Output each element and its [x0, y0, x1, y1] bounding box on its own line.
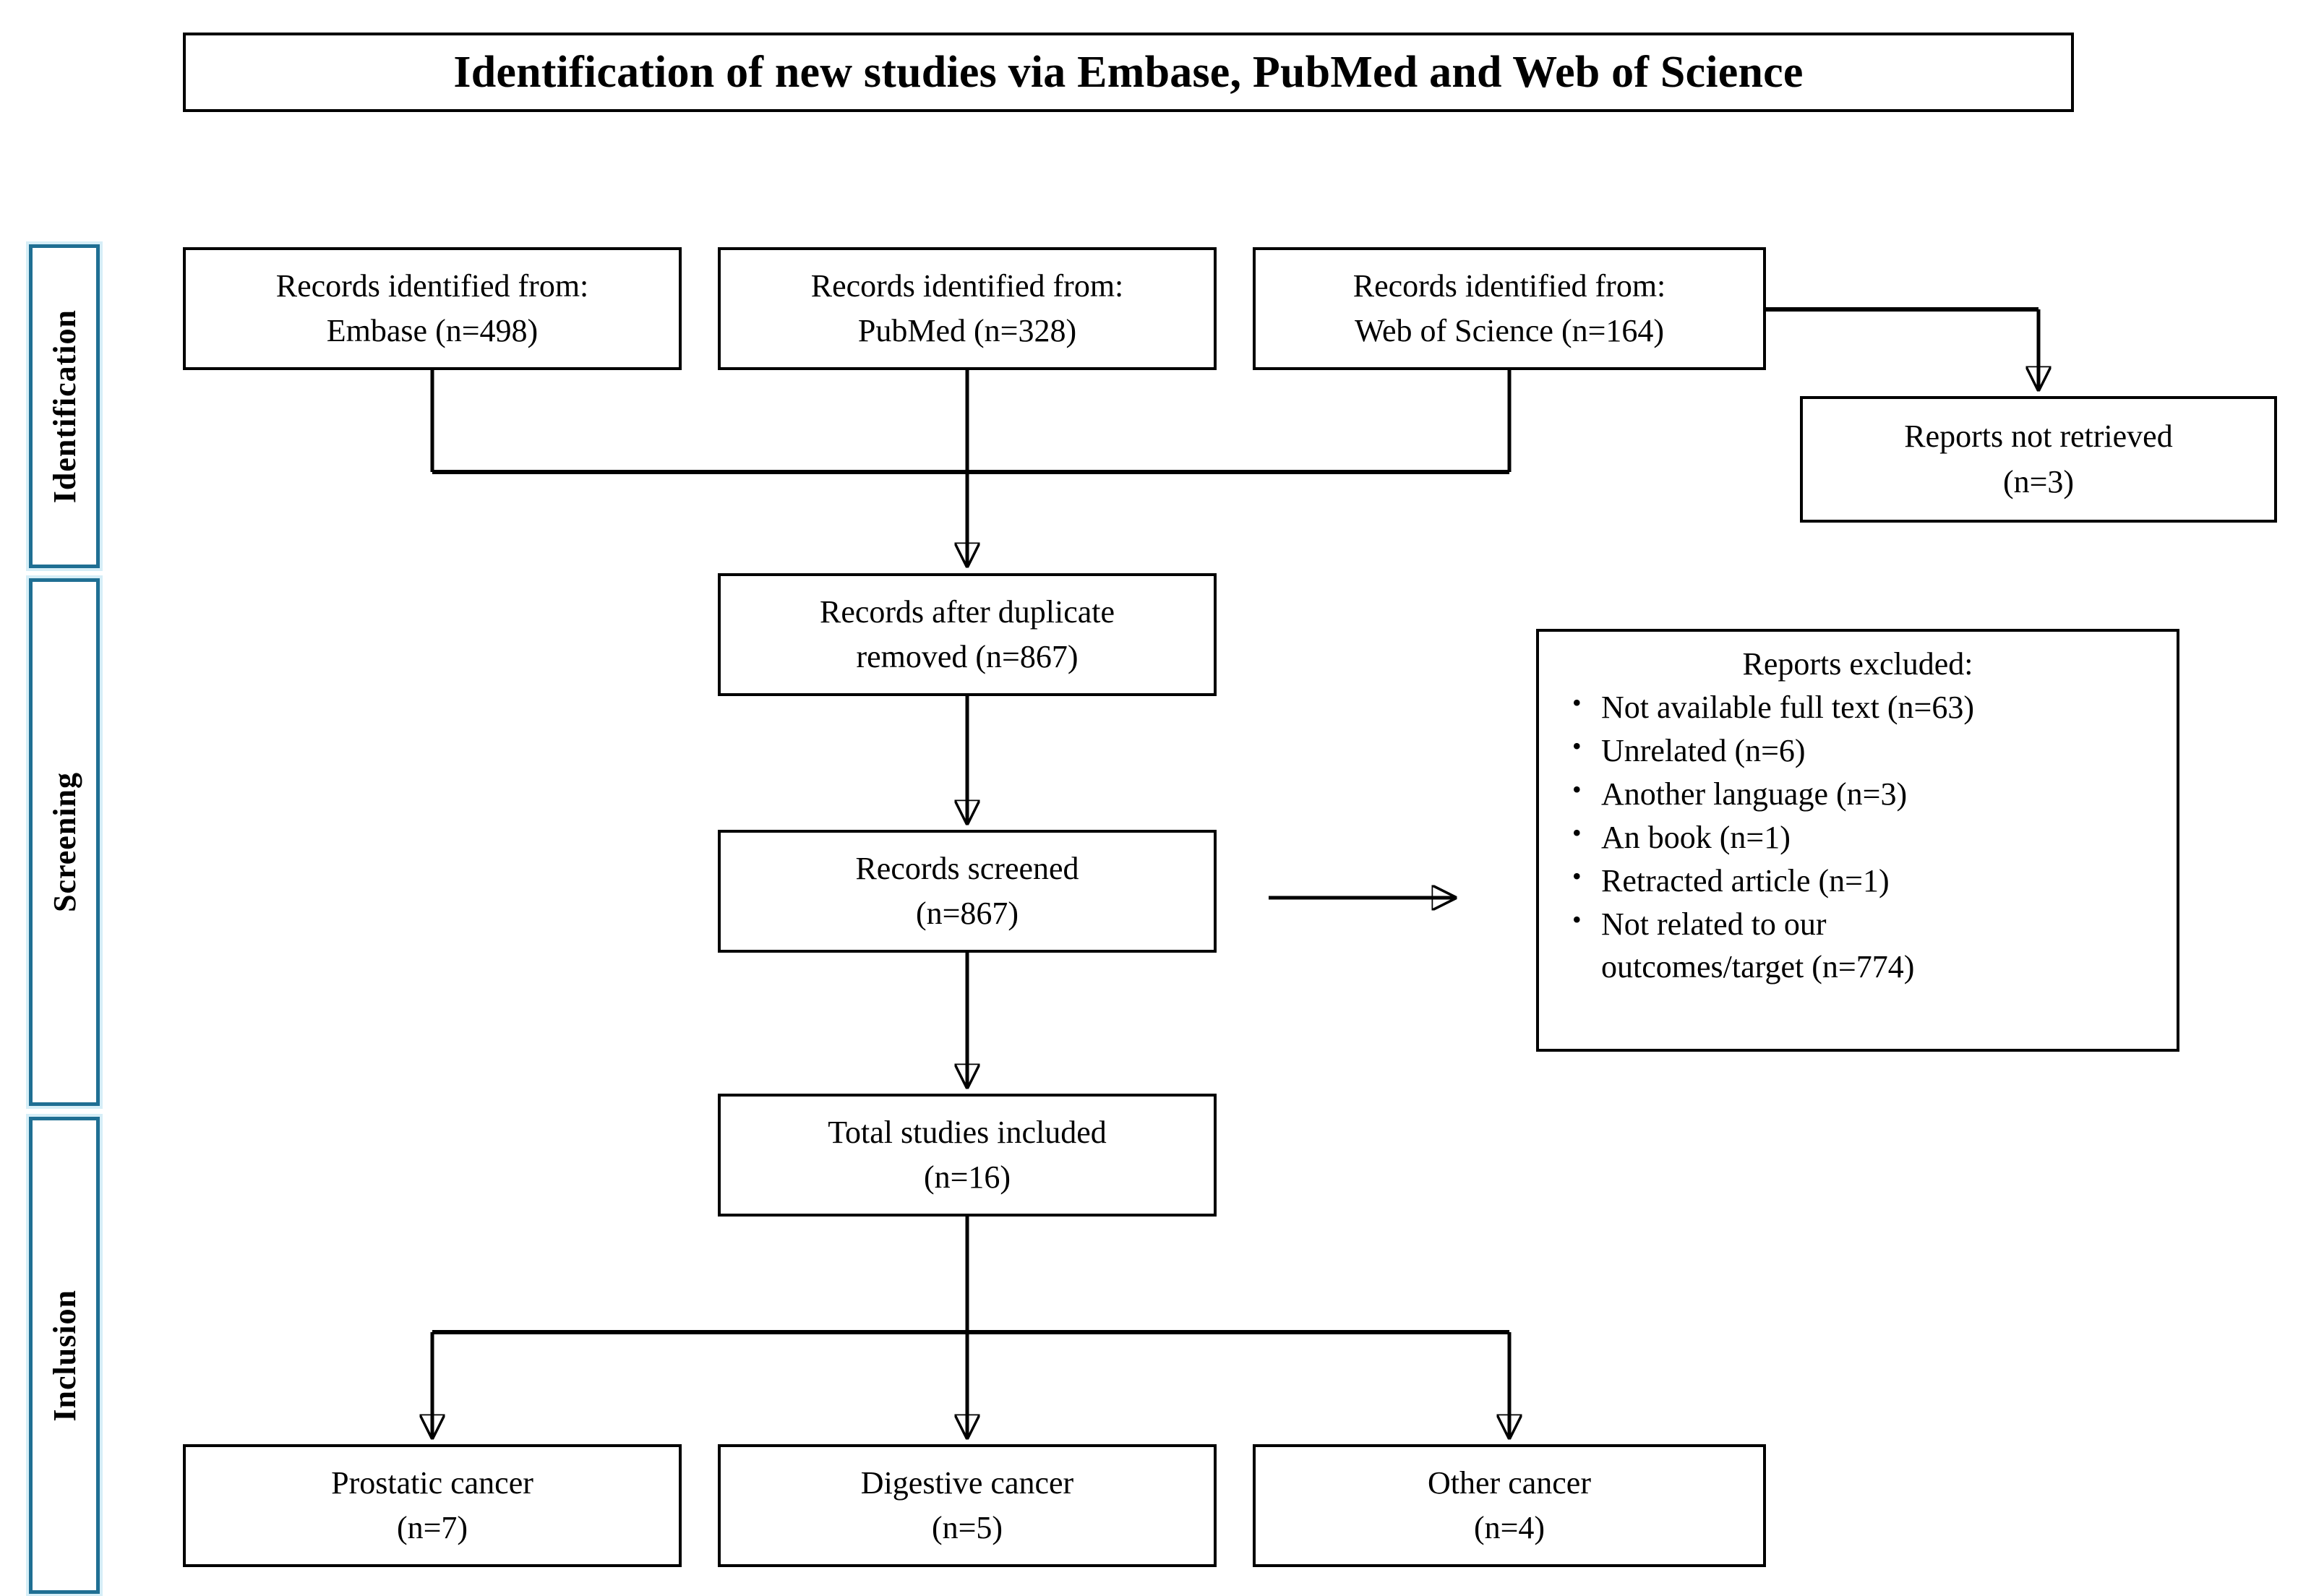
- box-total-studies-included: Total studies included (n=16): [718, 1094, 1217, 1217]
- excluded-title: Reports excluded:: [1742, 646, 1973, 682]
- box-wos-line2: Web of Science (n=164): [1354, 313, 1665, 348]
- box-reports-not-retrieved: Reports not retrieved (n=3): [1800, 396, 2277, 523]
- excluded-reason-item: An book (n=1): [1566, 815, 2162, 859]
- stage-rail-identification: Identification: [29, 244, 100, 568]
- stage-rail-screening: Screening: [29, 578, 100, 1106]
- box-records-screened: Records screened (n=867): [718, 830, 1217, 953]
- box-not-retrieved-line2: (n=3): [2002, 463, 2075, 499]
- box-digestive-cancer: Digestive cancer (n=5): [718, 1444, 1217, 1567]
- excluded-reason-list: Not available full text (n=63) Unrelated…: [1553, 685, 2162, 989]
- box-records-after-duplicates-removed: Records after duplicate removed (n=867): [718, 573, 1217, 696]
- box-pubmed-line1: Records identified from:: [810, 267, 1124, 304]
- excluded-reason-text: Not related to our: [1601, 906, 1827, 942]
- stage-label-inclusion: Inclusion: [46, 1289, 82, 1422]
- box-screened-line2: (n=867): [915, 896, 1019, 931]
- excluded-reason-text: An book (n=1): [1601, 819, 1791, 855]
- stage-label-identification: Identification: [46, 309, 82, 504]
- box-included-line2: (n=16): [923, 1159, 1011, 1195]
- box-wos-line1: Records identified from:: [1352, 267, 1666, 304]
- box-digestive-line2: (n=5): [931, 1510, 1003, 1545]
- box-dedup-line2: removed (n=867): [856, 639, 1079, 674]
- box-prostatic-cancer: Prostatic cancer (n=7): [183, 1444, 682, 1567]
- stage-rail-inclusion: Inclusion: [29, 1117, 100, 1594]
- box-included-line1: Total studies included: [828, 1114, 1107, 1150]
- excluded-reason-item: Retracted article (n=1): [1566, 859, 2162, 903]
- box-not-retrieved-line1: Reports not retrieved: [1904, 419, 2173, 455]
- box-records-identified-web-of-science: Records identified from: Web of Science …: [1253, 247, 1766, 370]
- box-prostatic-line2: (n=7): [396, 1510, 468, 1545]
- box-other-cancer: Other cancer (n=4): [1253, 1444, 1766, 1567]
- excluded-reason-text: Not available full text (n=63): [1601, 690, 1974, 726]
- excluded-reason-item: Another language (n=3): [1566, 772, 2162, 816]
- box-digestive-line1: Digestive cancer: [860, 1464, 1074, 1501]
- box-records-identified-embase: Records identified from: Embase (n=498): [183, 247, 682, 370]
- box-records-identified-pubmed: Records identified from: PubMed (n=328): [718, 247, 1217, 370]
- excluded-reason-text: Retracted article (n=1): [1601, 862, 1890, 898]
- excluded-reason-text: Another language (n=3): [1601, 776, 1908, 812]
- box-other-line1: Other cancer: [1428, 1464, 1591, 1501]
- box-other-line2: (n=4): [1473, 1510, 1545, 1545]
- diagram-title-banner: Identification of new studies via Embase…: [183, 33, 2074, 112]
- excluded-reason-item: Not related to our outcomes/target (n=77…: [1566, 902, 2162, 989]
- box-embase-line1: Records identified from:: [275, 267, 589, 304]
- stage-label-screening: Screening: [46, 772, 82, 912]
- excluded-reason-item: Not available full text (n=63): [1566, 685, 2162, 729]
- excluded-reason-text-continued: outcomes/target (n=774): [1601, 948, 1915, 984]
- excluded-reason-item: Unrelated (n=6): [1566, 729, 2162, 773]
- diagram-title: Identification of new studies via Embase…: [453, 48, 1804, 97]
- box-prostatic-line1: Prostatic cancer: [331, 1464, 533, 1501]
- box-screened-line1: Records screened: [855, 850, 1079, 886]
- box-pubmed-line2: PubMed (n=328): [857, 313, 1077, 348]
- box-reports-excluded: Reports excluded: Not available full tex…: [1536, 629, 2179, 1052]
- excluded-reason-text: Unrelated (n=6): [1601, 733, 1806, 769]
- box-dedup-line1: Records after duplicate: [819, 593, 1115, 630]
- box-embase-line2: Embase (n=498): [326, 313, 539, 348]
